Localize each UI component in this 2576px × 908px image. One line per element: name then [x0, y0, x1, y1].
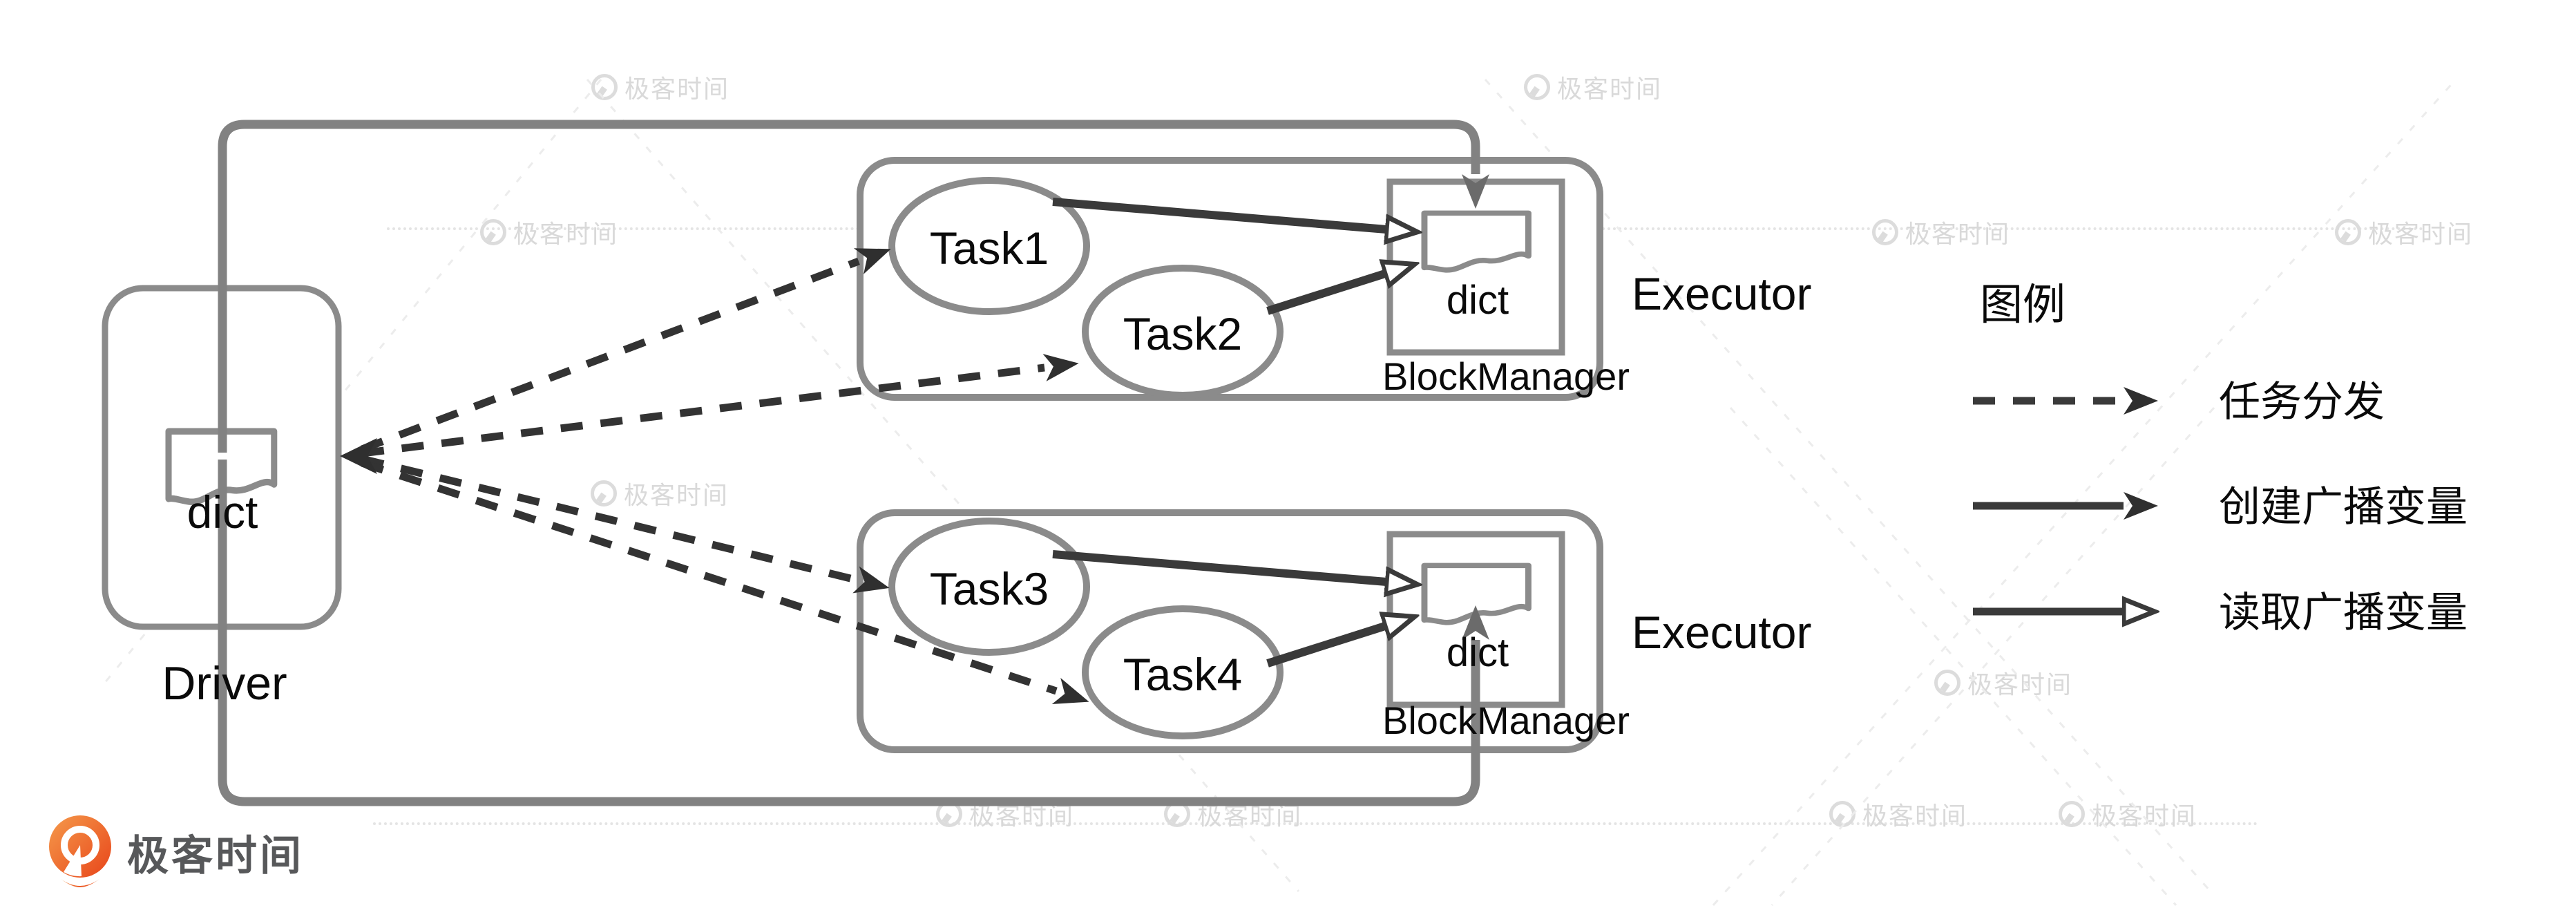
- task2-ellipse: [1082, 265, 1284, 399]
- legend-item-task-dispatch: 任务分发: [2219, 379, 2385, 425]
- task-dispatch-origin-arrowhead: [340, 438, 377, 474]
- create-broadcast-arrow-executor2: [218, 460, 1489, 806]
- executor-2-label: Executor: [1632, 607, 1811, 658]
- task-dispatch-arrow-task2: [361, 354, 1079, 457]
- watermark-text: 极客时间: [1557, 75, 1663, 103]
- watermark-text: 极客时间: [1197, 802, 1303, 830]
- block-manager-1-box: [1386, 178, 1565, 356]
- legend-item-create-broadcast: 创建广播变量: [2219, 484, 2468, 530]
- task1-ellipse: [888, 177, 1090, 315]
- watermark-dotted-line: [373, 822, 2259, 825]
- watermark-text: 极客时间: [1905, 220, 2011, 248]
- read-broadcast-arrow-task4: [1266, 626, 1385, 668]
- create-broadcast-arrow-executor1: [218, 120, 1489, 453]
- watermark: 极客时间: [1164, 796, 1302, 832]
- task3-label: Task3: [930, 563, 1049, 614]
- watermark-text: 极客时间: [969, 802, 1075, 830]
- legend-title: 图例: [1980, 281, 2065, 329]
- geektime-watermark-icon: [480, 219, 506, 245]
- legend-item-read-broadcast: 读取广播变量: [2219, 589, 2468, 636]
- watermark: 极客时间: [936, 796, 1074, 832]
- watermark-text: 极客时间: [1967, 670, 2073, 699]
- watermark-text: 极客时间: [2368, 220, 2474, 248]
- task3-ellipse: [888, 518, 1090, 656]
- watermark-text: 极客时间: [2092, 796, 2197, 832]
- legend: [1973, 387, 2124, 612]
- driver-label: Driver: [162, 657, 287, 710]
- block-manager-1-label: BlockManager: [1382, 354, 1630, 398]
- read-broadcast-arrow-task2: [1266, 274, 1385, 315]
- geektime-watermark-icon: [1524, 74, 1550, 100]
- task-dispatch-arrow-task3: [361, 455, 890, 594]
- block-manager-2-label: BlockManager: [1382, 699, 1630, 742]
- watermark-text: 极客时间: [624, 75, 730, 103]
- geektime-watermark-icon: [1872, 219, 1898, 245]
- task-dispatch-arrow-task4: [361, 459, 1089, 705]
- geektime-brand: 极客时间: [46, 814, 304, 890]
- geektime-watermark-icon: [2059, 801, 2085, 827]
- executor-1-label: Executor: [1632, 268, 1811, 319]
- task4-ellipse: [1082, 605, 1284, 739]
- task4-label: Task4: [1123, 649, 1242, 700]
- watermark: 极客时间: [2059, 796, 2197, 832]
- driver-dict-label: dict: [187, 486, 258, 538]
- watermark: 极客时间: [591, 475, 729, 511]
- read-broadcast-arrow-task1: [1052, 198, 1386, 229]
- watermark-text: 极客时间: [513, 220, 619, 248]
- task1-label: Task1: [930, 223, 1049, 274]
- geektime-logo-icon: [49, 815, 111, 887]
- geektime-watermark-icon: [2335, 219, 2361, 245]
- watermark: 极客时间: [1934, 665, 2072, 701]
- watermark: 极客时间: [1872, 214, 2010, 250]
- executor-1-dict-label: dict: [1447, 278, 1509, 323]
- task2-label: Task2: [1123, 308, 1242, 359]
- geektime-watermark-icon: [1934, 670, 1960, 696]
- watermark: 极客时间: [480, 214, 618, 250]
- watermark: 极客时间: [1524, 69, 1662, 105]
- read-broadcast-arrow-task3: [1052, 550, 1386, 582]
- watermark: 极客时间: [2335, 214, 2473, 250]
- executor-2-dict-label: dict: [1447, 630, 1509, 675]
- geektime-watermark-icon: [591, 480, 617, 507]
- watermark-text: 极客时间: [624, 481, 729, 509]
- watermark: 极客时间: [591, 69, 729, 105]
- geektime-brand-text: 极客时间: [127, 832, 304, 879]
- task-dispatch-arrow-task1: [361, 248, 891, 453]
- watermark-text: 极客时间: [1862, 802, 1968, 830]
- geektime-watermark-icon: [591, 74, 618, 100]
